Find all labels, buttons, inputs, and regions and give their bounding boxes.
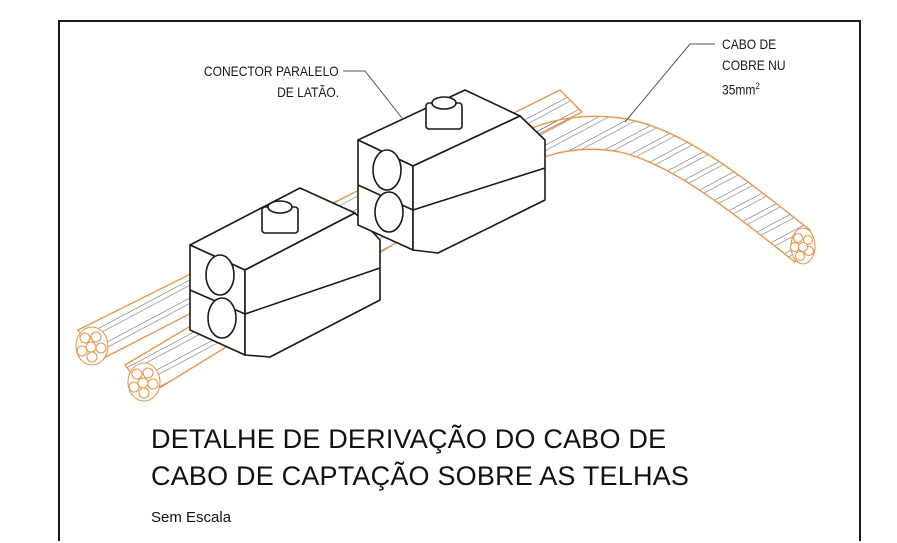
cable-label-line2: COBRE NU [722, 57, 786, 73]
connector-label-line1: CONECTOR PARALELO [204, 63, 339, 79]
cable-end-left-upper [75, 326, 109, 366]
leader-cable [624, 43, 715, 123]
connector-back [357, 89, 546, 254]
cable-label-line3: 35mm2 [722, 81, 760, 98]
drawing-title-line2: CABO DE CAPTAÇÃO SOBRE AS TELHAS [151, 461, 690, 491]
connector-front [189, 187, 381, 358]
drawing-frame [58, 20, 861, 541]
cable-end-left-lower [127, 362, 161, 402]
cable-label-line1: CABO DE [722, 36, 777, 52]
cable-end-right [789, 227, 816, 265]
leader-connector [343, 70, 403, 119]
drawing-title-line1: DETALHE DE DERIVAÇÃO DO CABO DE [151, 424, 667, 454]
connector-label-line2: DE LATÃO. [276, 84, 339, 100]
scale-note: Sem Escala [151, 509, 232, 526]
